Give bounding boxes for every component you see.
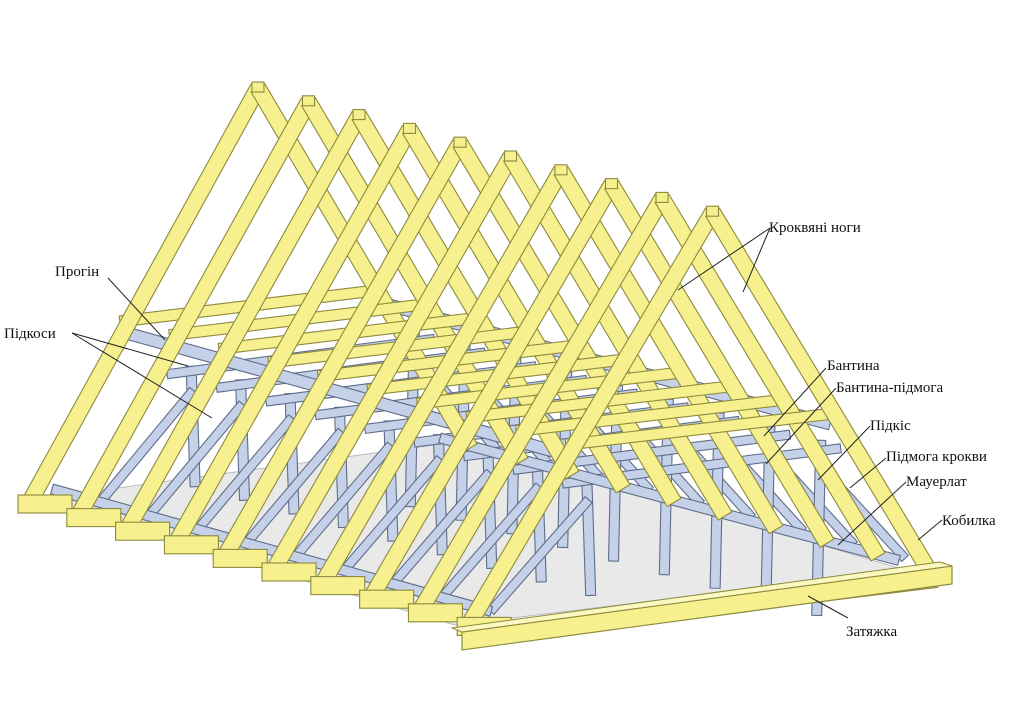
- sprocket-left-5: [261, 562, 317, 582]
- apex-cap-0: [251, 81, 265, 93]
- apex-cap-5: [503, 150, 518, 162]
- leader-rafter-support: [849, 457, 887, 489]
- sprocket-left-0: [17, 494, 73, 514]
- wall-plate-beam-top: [450, 561, 953, 633]
- label-sprocket: Кобилка: [942, 513, 996, 529]
- label-struts: Підкоси: [4, 326, 56, 342]
- label-purlin: Прогін: [55, 264, 99, 280]
- sprocket-left-1: [66, 508, 122, 528]
- apex-cap-8: [655, 191, 669, 203]
- apex-cap-3: [402, 122, 417, 134]
- label-collar-support: Бантина-підмога: [836, 380, 944, 396]
- label-rafter-support: Підмога крокви: [886, 449, 987, 465]
- leader-rafters-2: [742, 227, 771, 293]
- sprocket-left-3: [163, 535, 219, 555]
- label-rafters: Кроквяні ноги: [769, 220, 861, 236]
- apex-cap-4: [453, 136, 467, 148]
- sprocket-left-8: [407, 603, 463, 623]
- leader-lines: [71, 227, 943, 619]
- leader-purlin: [107, 277, 166, 341]
- strut-left-9: [486, 496, 593, 615]
- leader-rafters-1: [677, 227, 771, 291]
- apex-cap-7: [604, 178, 619, 190]
- apex-cap-9: [705, 205, 720, 217]
- leader-struts-2: [71, 332, 213, 419]
- label-tie-beam: Затяжка: [846, 624, 897, 640]
- leader-collar: [763, 367, 827, 437]
- sprocket-left-4: [212, 548, 268, 568]
- sprocket-left-2: [115, 521, 171, 541]
- label-wall-plate: Мауерлат: [906, 474, 967, 490]
- leader-wall-plate: [837, 481, 907, 546]
- leader-tie-beam: [807, 595, 849, 619]
- apex-cap-6: [554, 164, 568, 176]
- label-strut: Підкіс: [870, 418, 911, 434]
- leader-struts-1: [71, 332, 189, 367]
- apex-cap-1: [301, 95, 316, 107]
- leader-collar-support: [765, 387, 837, 465]
- label-collar: Бантина: [827, 358, 880, 374]
- sprocket-left-6: [310, 576, 366, 596]
- leader-strut: [817, 425, 871, 481]
- leader-sprocket: [917, 519, 943, 541]
- sprocket-left-7: [359, 589, 415, 609]
- apex-cap-2: [352, 109, 366, 121]
- rafter-frames: [17, 81, 939, 645]
